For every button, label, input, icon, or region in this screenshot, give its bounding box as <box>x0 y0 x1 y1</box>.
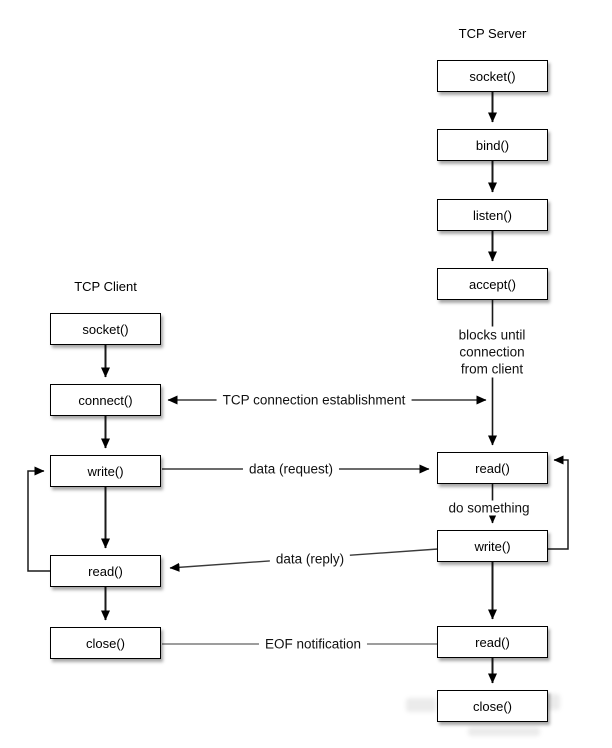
server-box-accept: accept() <box>437 268 548 300</box>
label-eof-notification: EOF notification <box>258 636 368 652</box>
client-box-socket: socket() <box>50 313 161 345</box>
loop-server-write-to-read <box>548 455 569 550</box>
server-box-close: close() <box>437 690 548 722</box>
server-box-read2: read() <box>437 626 548 658</box>
label-blocks-until-line2: connection <box>459 344 525 360</box>
server-column-title: TCP Server <box>458 26 527 41</box>
server-box-read: read() <box>437 452 548 484</box>
server-box-listen: listen() <box>437 199 548 231</box>
label-do-something: do something <box>442 500 536 516</box>
label-blocks-until-line3: from client <box>460 361 524 377</box>
client-column-title: TCP Client <box>74 279 137 294</box>
server-box-socket: socket() <box>437 60 548 92</box>
watermark-smudge <box>406 698 436 712</box>
watermark-smudge <box>468 727 540 736</box>
loop-client-read-to-write <box>27 466 50 572</box>
server-box-bind: bind() <box>437 129 548 161</box>
client-box-close: close() <box>50 627 161 659</box>
client-box-write: write() <box>50 455 161 487</box>
label-data-reply: data (reply) <box>269 551 351 567</box>
label-connection-establishment: TCP connection establishment <box>216 392 412 408</box>
label-blocks-until: blocks until connection from client <box>454 326 530 378</box>
client-box-connect: connect() <box>50 384 161 416</box>
label-data-request: data (request) <box>242 461 340 477</box>
client-box-read: read() <box>50 555 161 587</box>
server-box-write: write() <box>437 530 548 562</box>
label-blocks-until-line1: blocks until <box>458 327 526 343</box>
